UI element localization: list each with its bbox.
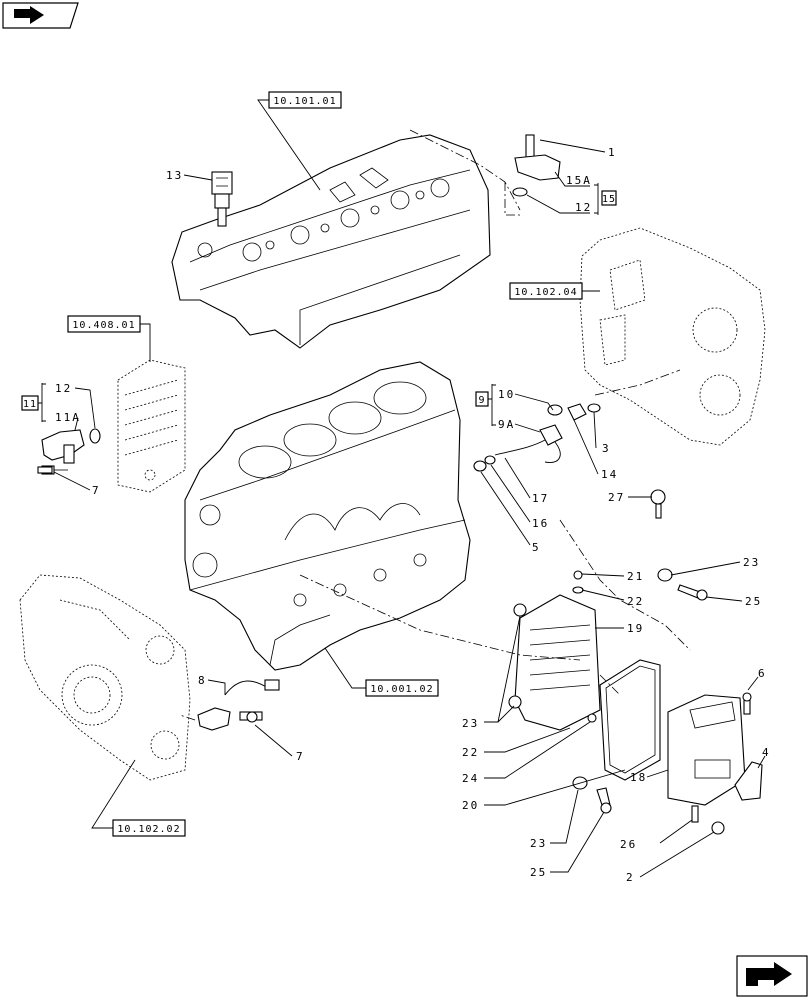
callout-label-c6: 6 xyxy=(758,667,767,680)
svg-text:10.102.02: 10.102.02 xyxy=(117,824,180,835)
connector-cover-4 xyxy=(734,761,763,801)
engine-block xyxy=(184,361,471,671)
oil-cooler xyxy=(117,359,186,493)
svg-text:10.408.01: 10.408.01 xyxy=(72,320,135,331)
pressure-sensor-15 xyxy=(512,134,561,197)
callout-label-c7b: 7 xyxy=(296,750,305,763)
ref-box-10-001-02[interactable]: 10.001.02 xyxy=(365,679,439,697)
callout-label-c11a: 11A xyxy=(55,411,81,424)
svg-text:10.001.02: 10.001.02 xyxy=(370,684,433,695)
callout-label-c7a: 7 xyxy=(92,484,101,497)
callout-label-c12a: 12 xyxy=(575,201,592,214)
temperature-sensor-13 xyxy=(211,171,233,227)
callout-label-c13: 13 xyxy=(166,169,183,182)
ref-box-10-102-04[interactable]: 10.102.04 xyxy=(509,282,583,300)
callout-label-c24: 24 xyxy=(462,772,479,785)
callout-label-c4: 4 xyxy=(762,746,771,759)
group-9: 9 xyxy=(475,384,496,426)
callout-label-c3: 3 xyxy=(602,442,611,455)
svg-text:10.102.04: 10.102.04 xyxy=(514,287,577,298)
ecu-bracket-19 xyxy=(508,570,601,731)
callout-label-c17: 17 xyxy=(532,492,549,505)
callout-label-c12b: 12 xyxy=(55,382,72,395)
svg-text:9: 9 xyxy=(478,395,485,406)
svg-text:10.101.01: 10.101.01 xyxy=(273,96,336,107)
callout-label-c23b: 23 xyxy=(462,717,479,730)
callout-label-c23c: 23 xyxy=(530,837,547,850)
ref-box-10-101-01[interactable]: 10.101.01 xyxy=(268,91,342,109)
flywheel-housing xyxy=(579,227,766,446)
callout-label-c14: 14 xyxy=(601,468,618,481)
clamp-27 xyxy=(650,489,666,519)
callout-label-c2: 2 xyxy=(626,871,635,884)
crank-sensor-8 xyxy=(197,679,280,731)
callout-label-c22b: 22 xyxy=(462,746,479,759)
callout-label-c26: 26 xyxy=(620,838,637,851)
callout-label-c16: 16 xyxy=(532,517,549,530)
ref-box-10-408-01[interactable]: 10.408.01 xyxy=(67,315,141,333)
sensor-harness-9a xyxy=(494,403,601,463)
fasteners xyxy=(572,568,752,835)
callout-label-c18: 18 xyxy=(630,771,647,784)
group-11: 11 xyxy=(21,383,46,422)
callouts: 1 15A 12 13 12 11A 7 10 9A 3 14 17 xyxy=(53,139,771,884)
bolts-7 xyxy=(37,466,53,474)
cylinder-head xyxy=(171,134,491,349)
gasket-20 xyxy=(599,659,661,781)
ecu-18 xyxy=(667,694,746,806)
callout-label-c20: 20 xyxy=(462,799,479,812)
group-15: 15 xyxy=(594,183,617,215)
callout-label-c22a: 22 xyxy=(627,595,644,608)
callout-label-c8: 8 xyxy=(198,674,207,687)
callout-label-c23a: 23 xyxy=(743,556,760,569)
callout-label-c21: 21 xyxy=(627,570,644,583)
svg-text:11: 11 xyxy=(23,399,37,410)
fittings-5-16 xyxy=(473,455,496,472)
next-page-arrow-icon[interactable] xyxy=(736,955,808,997)
callout-label-c15a: 15A xyxy=(566,174,592,187)
assembly-lines xyxy=(179,129,691,721)
callout-label-c19: 19 xyxy=(627,622,644,635)
callout-label-c25a: 25 xyxy=(745,595,762,608)
timing-cover xyxy=(19,574,191,781)
callout-label-c1: 1 xyxy=(608,146,617,159)
callout-label-c10: 10 xyxy=(498,388,515,401)
ref-box-10-102-02[interactable]: 10.102.02 xyxy=(112,819,186,837)
callout-label-c25b: 25 xyxy=(530,866,547,879)
callout-label-c5: 5 xyxy=(532,541,541,554)
callout-label-c9a: 9A xyxy=(498,418,515,431)
svg-text:15: 15 xyxy=(602,194,616,205)
book-arrow-icon[interactable] xyxy=(2,2,79,29)
callout-label-c27: 27 xyxy=(608,491,625,504)
